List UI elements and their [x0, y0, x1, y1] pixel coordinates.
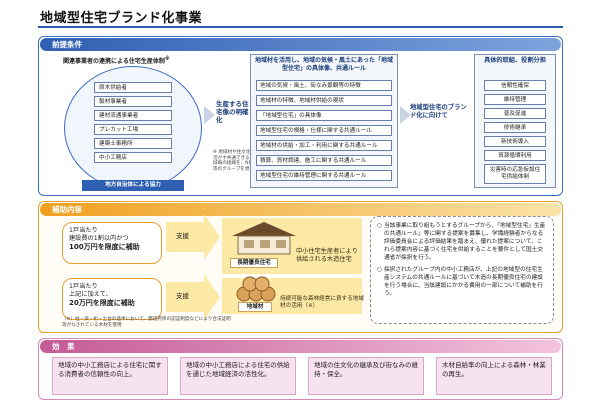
arrow-right-icon	[204, 106, 215, 124]
arrow-right-icon	[204, 214, 220, 260]
system-title-text: 関連事業者の連携による住宅生産体制	[63, 58, 165, 65]
action-item: 新技術導入	[484, 136, 546, 147]
support-label-2: 支援	[176, 292, 189, 300]
subsidy-footnote: （※）柱・梁・桁・土台の過半において、都道府県の認証制度などにより合法証明等がな…	[62, 317, 231, 328]
action-item: 資源循環利用	[484, 150, 546, 161]
house-icon	[232, 222, 296, 255]
effects-header: 効 果	[40, 340, 561, 353]
notes-box: ○当該事業に取り組もうとするグループから、「地域型住宅」生産の共通ルール」等に関…	[370, 216, 554, 324]
members-list: 原木供給者 製材事業者 建材流通事業者 プレカット工場 建築士事務所 中小工務店	[94, 82, 172, 163]
system-title-mark: ※	[164, 56, 170, 62]
subsidy-2-line1: 1戸当たり	[69, 283, 98, 290]
note-text: 当該事業に取り組もうとするグループから、「地域型住宅」生産の共通ルール」等に関す…	[383, 223, 546, 261]
middle-label: 生産する住宅像の明確化	[216, 100, 249, 125]
house-label: 長期優良住宅	[230, 258, 278, 268]
member-item: 建築士事務所	[94, 138, 172, 149]
support-arrow-2	[166, 282, 204, 312]
arrow-right-icon	[400, 106, 411, 124]
premise-header: 前提条件	[40, 38, 561, 51]
effect-item: 木材自給率の向上による森林・林業の再生。	[436, 357, 552, 395]
action-item: 災害時の応急仮設住宅供給体制	[484, 164, 546, 184]
note-item: ○当該事業に取り組もうとするグループから、「地域型住宅」生産の共通ルール」等に関…	[377, 223, 547, 263]
wood-logs-icon	[236, 276, 276, 302]
premise-section	[38, 36, 563, 196]
rules-list: 地域の気候・風土、街なみ景観等の特徴 地域材の特徴、地域材供給の現状 「地域型住…	[256, 80, 392, 181]
page-title: 地域型住宅ブランド化事業	[40, 11, 203, 26]
effect-item: 地域の中小工務店による住宅の供給を通じた地域経済の活性化。	[180, 357, 296, 395]
subsidy-2-line2: 上記に加えて、	[69, 290, 112, 298]
member-item: 製材事業者	[94, 96, 172, 107]
rule-item: 積算、資材調達、施工に関する共通ルール	[256, 155, 392, 166]
rule-item: 地域材の特徴、地域材供給の現状	[256, 95, 392, 106]
wood-label: 地域材	[238, 302, 272, 312]
rule-item: 地域型住宅の維持管理に関する共通ルール	[256, 170, 392, 181]
support-arrow-1	[166, 222, 204, 252]
support-label-1: 支援	[176, 232, 189, 240]
subsidy-item-2: 1戸当たり 上記に加えて、 20万円を限度に補助	[62, 278, 162, 320]
title-underline	[38, 26, 563, 28]
member-item: 原木供給者	[94, 82, 172, 93]
brand-label: 地域型住宅のブランド化に向けて	[410, 104, 467, 119]
action-item: 信頼性確保	[484, 80, 546, 91]
member-item: 建材流通事業者	[94, 110, 172, 121]
action-item: 技術継承	[484, 122, 546, 133]
actions-header: 具体的取組、役割分担	[484, 57, 546, 64]
effect-item: 地域の住文化の継承及び街なみの維持・保全。	[308, 357, 424, 395]
subsidy-1-line2: 建設費の1割以内かつ	[69, 234, 129, 242]
subsidy-1-line1: 1戸当たり	[69, 227, 98, 234]
member-item: 中小工務店	[94, 152, 172, 163]
rule-item: 地域型住宅の規格・仕様に関する共通ルール	[256, 125, 392, 136]
member-item: プレカット工場	[94, 124, 172, 135]
subsidy-2-line3: 20万円を限度に補助	[69, 298, 135, 307]
subsidy-header: 補助内容	[40, 203, 561, 216]
wood-desc: 持続可能な森林経営に資する地域材の活用（※）	[280, 296, 364, 309]
effect-item: 地域の中小工務店による住宅に関する消費者の信頼性の向上。	[52, 357, 168, 395]
rule-item: 地域の気候・風土、街なみ景観等の特徴	[256, 80, 392, 91]
action-item: 普及促進	[484, 108, 546, 119]
arrow-right-icon	[204, 274, 220, 320]
actions-list: 信頼性確保 維持管理 普及促進 技術継承 新技術導入 資源循環利用 災害時の応急…	[484, 80, 546, 184]
local-government-support: 地方自治体による協力	[82, 180, 184, 191]
subsidy-1-line3: 100万円を限度に補助	[69, 242, 140, 251]
rules-header: 地域材を活用し、地域の気候・風土にあった「地域型住宅」の具体像、共通ルール	[254, 57, 393, 72]
subsidy-item-1: 1戸当たり 建設費の1割以内かつ 100万円を限度に補助	[62, 222, 162, 264]
effects-section	[38, 338, 563, 400]
bullet-circle-icon: ○	[377, 266, 382, 273]
middle-note: ※ 地域材や住文化を活かす共通できる地域毎の組織を、NPO等のグループを想定	[213, 150, 256, 173]
house-desc: 中小住宅生産者により供給される木造住宅	[296, 248, 358, 263]
action-item: 維持管理	[484, 94, 546, 105]
note-text: 採択されたグループ内の中小工務店が、上記の地域型の住宅生産システムの共通ルールに…	[383, 266, 543, 297]
rule-item: 地域材の供給・加工・利用に関する共通ルール	[256, 140, 392, 151]
rule-item: 「地域型住宅」の具体像	[256, 110, 392, 121]
bullet-circle-icon: ○	[377, 223, 382, 229]
system-title: 関連事業者の連携による住宅生産体制※	[63, 56, 170, 66]
note-item: ○採択されたグループ内の中小工務店が、上記の地域型の住宅生産システムの共通ルール…	[377, 267, 547, 299]
